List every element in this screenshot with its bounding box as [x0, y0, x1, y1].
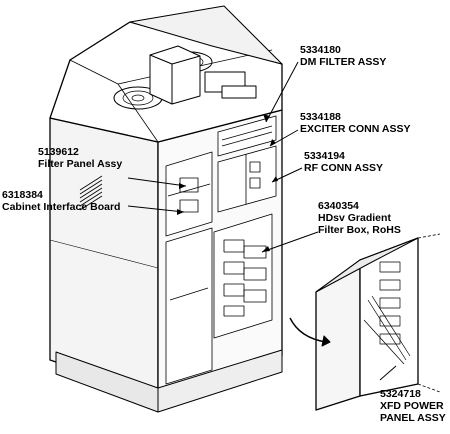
part-number: 5334188 — [300, 111, 341, 123]
part-name-line2: PANEL ASSY — [380, 412, 446, 424]
part-name: Filter Panel Assy — [38, 158, 123, 170]
callout-xfd-power: 5324718 XFD POWER PANEL ASSY — [380, 388, 446, 424]
part-name: Cabinet Interface Board — [2, 201, 121, 213]
part-name-line2: Filter Box, RoHS — [318, 224, 401, 236]
xfd-power-panel — [289, 233, 441, 411]
part-name: RF CONN ASSY — [304, 162, 383, 174]
callout-filter-panel: 5139612 Filter Panel Assy — [38, 146, 122, 170]
top-assembly — [49, 5, 283, 143]
front-modules — [165, 115, 277, 385]
callout-cabinet-interface: 6318384 Cabinet Interface Board — [2, 189, 120, 213]
callout-arrowheads — [177, 114, 278, 252]
part-number: 5139612 — [38, 146, 79, 158]
callout-dm-filter: 5334180 DM FILTER ASSY — [300, 44, 386, 68]
part-name-line1: HDsv Gradient — [318, 212, 391, 224]
part-name: DM FILTER ASSY — [300, 56, 387, 68]
callout-rf-conn: 5334194 RF CONN ASSY — [304, 150, 383, 174]
part-number: 5324718 — [380, 388, 421, 400]
part-number: 6340354 — [318, 200, 359, 212]
callout-exciter-conn: 5334188 EXCITER CONN ASSY — [300, 111, 410, 135]
part-name: EXCITER CONN ASSY — [300, 123, 411, 135]
part-number: 6318384 — [2, 189, 43, 201]
callout-gradient-filter: 6340354 HDsv Gradient Filter Box, RoHS — [318, 200, 401, 236]
part-name-line1: XFD POWER — [380, 400, 444, 412]
part-number: 5334180 — [300, 44, 341, 56]
part-number: 5334194 — [304, 150, 345, 162]
